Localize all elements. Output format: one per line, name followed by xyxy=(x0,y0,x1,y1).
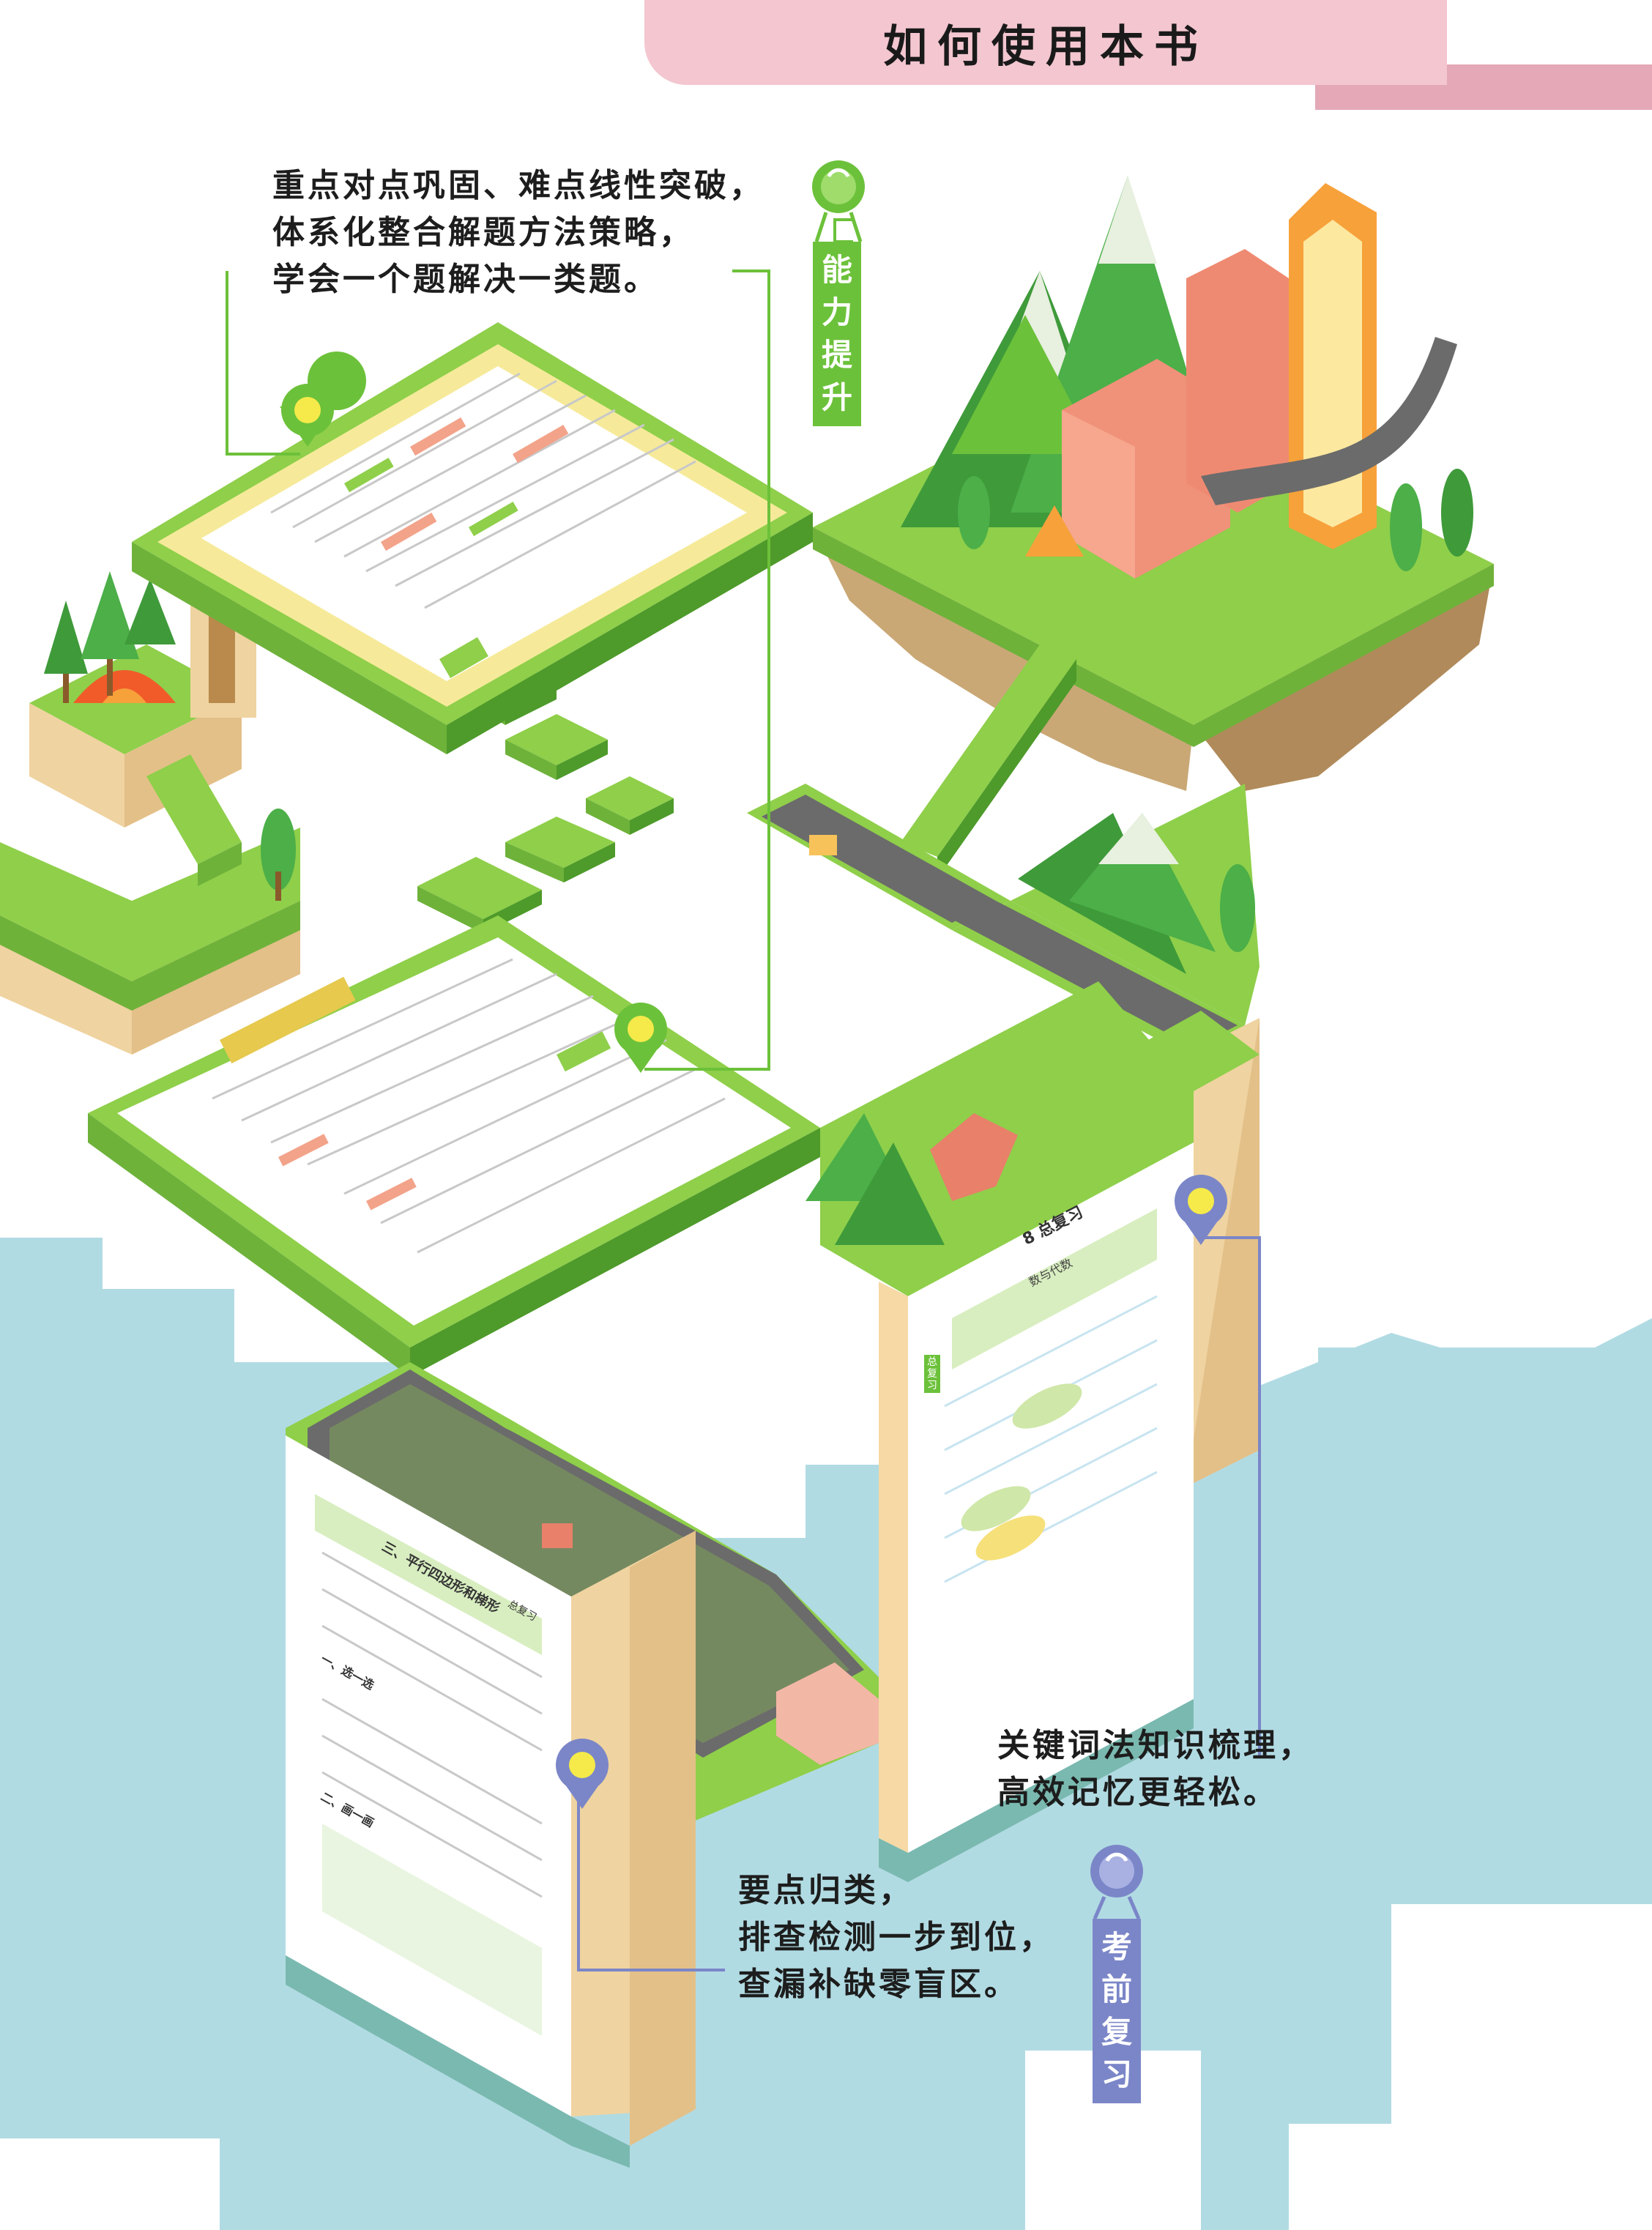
connector-lines xyxy=(226,218,1261,1971)
map-pin-green-1 xyxy=(280,352,366,447)
book-page-top xyxy=(132,322,813,754)
ability-upgrade-caption: 重点对点巩固、难点线性突破， 体系化整合解题方法策略， 学会一个题解决一类题。 xyxy=(272,167,764,298)
map-pin-blue-2 xyxy=(556,1739,609,1809)
check-caption: 要点归类， 排查检测一步到位， 查漏补缺零盲区。 xyxy=(738,1872,1054,2003)
review-side-tag: 总复习 xyxy=(924,1355,940,1393)
green-tag-hanger xyxy=(812,160,865,242)
map-pin-green-2 xyxy=(614,1003,667,1073)
center-road-block xyxy=(747,784,1260,1069)
check-pillar xyxy=(286,1362,879,2168)
review-pillar xyxy=(805,981,1260,1882)
header-tab: 如何使用本书 xyxy=(644,0,1447,85)
review-caption: 关键词法知识梳理， 高效记忆更轻松。 xyxy=(997,1727,1314,1811)
exam-review-label: 考 前 复 习 xyxy=(1093,1919,1141,2103)
ability-upgrade-label: 能 力 提 升 xyxy=(813,242,861,426)
camp-island xyxy=(29,571,296,901)
blue-tag-hanger xyxy=(1090,1845,1143,1919)
page-title: 如何使用本书 xyxy=(883,21,1208,73)
left-path-platform xyxy=(0,828,300,1055)
map-pin-blue-1 xyxy=(1175,1175,1227,1245)
city-island xyxy=(813,176,1494,879)
